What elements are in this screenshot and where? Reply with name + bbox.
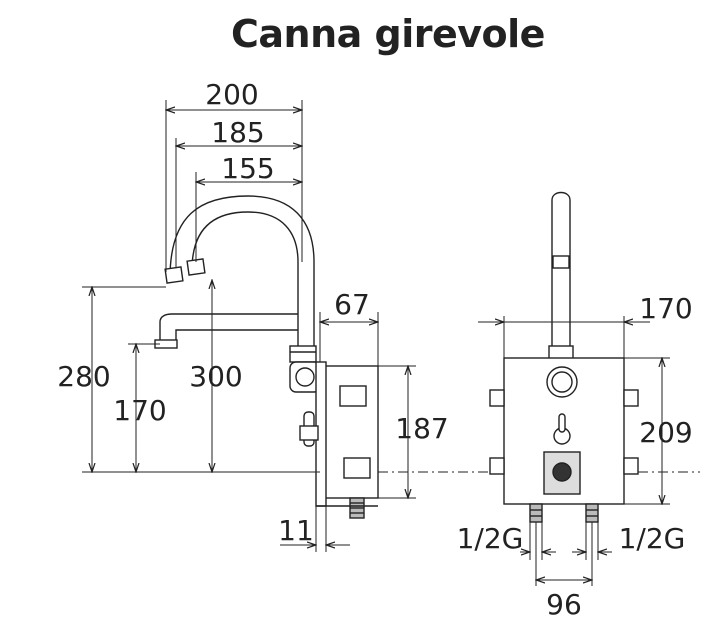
label-67: 67 xyxy=(334,288,370,321)
label-187: 187 xyxy=(395,412,448,445)
label-96: 96 xyxy=(546,588,582,621)
label-170-side: 170 xyxy=(113,394,166,427)
side-dimensions xyxy=(82,100,700,552)
spout-inner xyxy=(191,211,299,352)
label-209: 209 xyxy=(639,416,692,449)
label-inlet-right: 1/2G xyxy=(619,522,686,555)
inlet-right xyxy=(585,503,599,523)
fitting-nut xyxy=(289,345,317,363)
nozzle-right xyxy=(186,258,206,276)
dimension-labels: 200 185 155 280 170 300 67 187 11 170 20… xyxy=(57,78,692,621)
label-300: 300 xyxy=(189,360,242,393)
front-view xyxy=(489,191,639,523)
front-spout xyxy=(551,191,571,352)
spout-lower-inner xyxy=(175,329,298,344)
label-280: 280 xyxy=(57,360,110,393)
drawing-title: Canna girevole xyxy=(231,12,545,56)
side-view xyxy=(154,195,379,519)
spout-lower-outer xyxy=(159,313,298,344)
label-200: 200 xyxy=(205,78,258,111)
label-inlet-left: 1/2G xyxy=(457,522,524,555)
label-170-front: 170 xyxy=(639,292,692,325)
sensor-dot xyxy=(552,462,572,482)
label-185: 185 xyxy=(211,116,264,149)
inlet-left xyxy=(529,503,543,523)
spout-outer xyxy=(169,195,315,352)
nozzle-left xyxy=(164,266,184,284)
label-155: 155 xyxy=(221,152,274,185)
label-11: 11 xyxy=(278,514,314,547)
front-dimensions xyxy=(478,316,670,586)
